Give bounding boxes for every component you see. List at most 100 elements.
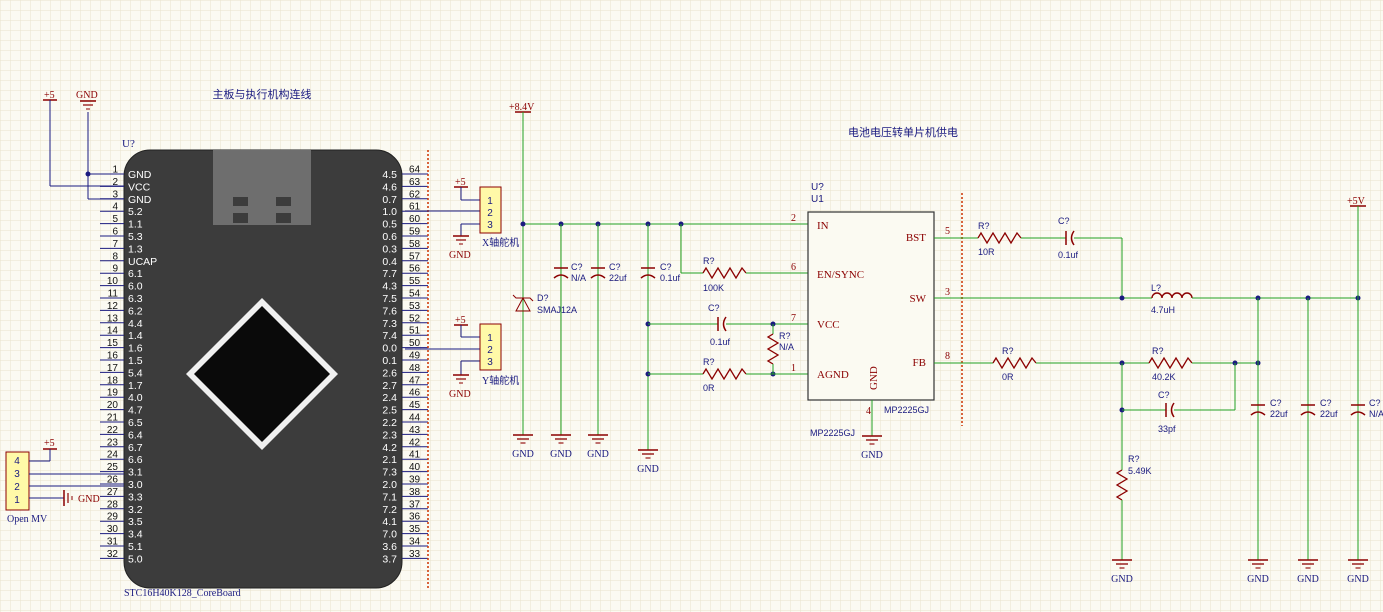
gnd-label: GND: [1247, 574, 1269, 585]
mcu-right-pin-label: 7.3: [382, 467, 397, 479]
mcu-right-pin-label: 7.5: [382, 293, 397, 305]
mcu-left-pin-number: 30: [107, 524, 119, 535]
mcu-left-pin-number: 14: [107, 326, 119, 337]
svg-text:R?: R?: [978, 221, 990, 231]
x-servo-connector[interactable]: +5 GND 1 2 3 X轴舵机: [405, 177, 519, 261]
mcu-left-pin-label: VCC: [128, 181, 151, 193]
c-in1[interactable]: C? N/A: [553, 262, 586, 283]
y-servo-connector[interactable]: +5 GND 1 2 3 Y轴舵机: [405, 315, 519, 400]
regulator-mp2225gj[interactable]: U? U1 2 IN 6 EN/SYNC 7 VCC 1 AGND GND 4 …: [791, 182, 950, 438]
c-ff[interactable]: C? 33pf: [1158, 390, 1176, 434]
svg-text:U1: U1: [811, 194, 824, 205]
mcu-right-pin-number: 64: [409, 165, 421, 176]
svg-text:C?: C?: [1369, 398, 1381, 408]
inductor-l1[interactable]: L? 4.7uH: [1151, 283, 1193, 315]
mcu-right-pin-number: 55: [409, 276, 421, 287]
gnd-label: GND: [861, 450, 883, 461]
mcu-left-pin-label: GND: [128, 194, 152, 206]
p5-label-mcu: +5: [44, 90, 55, 101]
mcu-right-pin-label: 2.1: [382, 454, 397, 466]
p84v-label: +8.4V: [509, 102, 535, 113]
mcu-left-pin-label: 1.7: [128, 380, 143, 392]
mcu-right-pin-number: 45: [409, 400, 421, 411]
r-vcc[interactable]: R? N/A: [766, 331, 794, 365]
gnd-label: GND: [1347, 574, 1369, 585]
mcu-right-pin-label: 0.7: [382, 194, 397, 206]
c-out2[interactable]: C? 22uf: [1300, 398, 1338, 419]
c-in3[interactable]: C? 0.1uf: [640, 262, 681, 283]
svg-text:2: 2: [791, 213, 796, 224]
c-out3[interactable]: C? N/A: [1350, 398, 1383, 419]
c-bst[interactable]: C? 0.1uf: [1058, 216, 1079, 260]
mcu-left-pin-label: 1.6: [128, 343, 143, 355]
r-en[interactable]: R? 100K: [702, 256, 747, 293]
mcu-left-pin-label: 3.2: [128, 504, 143, 516]
tvs-diode[interactable]: D? SMAJ12A: [512, 293, 577, 315]
r-agnd[interactable]: R? 0R: [702, 357, 747, 393]
mcu-left-pin-label: 6.4: [128, 429, 143, 441]
x-pin-3: 3: [487, 220, 493, 231]
svg-text:VCC: VCC: [817, 319, 840, 331]
mcu-left-pin-label: 3.4: [128, 529, 143, 541]
mcu-left-pin-label: 4.4: [128, 318, 143, 330]
svg-text:0.1uf: 0.1uf: [710, 337, 731, 347]
mcu-left-pin-number: 11: [108, 289, 119, 300]
mcu-right-pin-label: 0.3: [382, 243, 397, 255]
mcu-left-pin-label: 1.1: [128, 219, 143, 231]
svg-text:SW: SW: [910, 293, 927, 305]
c-in2[interactable]: C? 22uf: [590, 262, 627, 283]
c-out1[interactable]: C? 22uf: [1250, 398, 1288, 419]
svg-text:5.49K: 5.49K: [1128, 466, 1152, 476]
mcu-right-pin-label: 7.6: [382, 305, 397, 317]
gnd-label: GND: [550, 449, 572, 460]
mcu-right-pin-label: 1.0: [382, 206, 397, 218]
gnd-label: GND: [637, 464, 659, 475]
mcu-left-pin-number: 12: [107, 301, 119, 312]
mcu-left-pin-label: 5.1: [128, 541, 143, 553]
mcu-left-pin-number: 18: [107, 375, 119, 386]
mcu-right-pin-label: 7.1: [382, 491, 397, 503]
mcu-right-pin-label: 2.7: [382, 380, 397, 392]
mcu-left-pin-label: 6.2: [128, 305, 143, 317]
gnd-label-x: GND: [449, 250, 471, 261]
p5-label-y: +5: [455, 315, 466, 326]
y-pin-1: 1: [487, 333, 493, 344]
x-pin-1: 1: [487, 196, 493, 207]
svg-text:GND: GND: [868, 366, 880, 390]
mcu-right-pin-number: 44: [409, 413, 421, 424]
mcu-left-pin-label: 6.3: [128, 293, 143, 305]
svg-text:FB: FB: [913, 357, 926, 369]
mcu-right-pin-label: 0.1: [382, 355, 397, 367]
mcu-right-pin-label: 2.4: [382, 392, 397, 404]
mcu-left-pin-number: 13: [107, 313, 119, 324]
p5v-out-label: +5V: [1347, 196, 1366, 207]
gnd-label-mcu: GND: [76, 90, 98, 101]
mcu-left-pin-label: 1.3: [128, 243, 143, 255]
c-vcc[interactable]: C? 0.1uf: [708, 303, 731, 347]
svg-text:N/A: N/A: [571, 273, 586, 283]
svg-text:3: 3: [945, 287, 950, 298]
openmv-connector[interactable]: 4 3 2 1 Open MV +5 GND: [5, 438, 124, 525]
r-fb-bot[interactable]: R? 5.49K: [1115, 454, 1152, 501]
gnd-label-y: GND: [449, 389, 471, 400]
r-bst[interactable]: R? 10R: [977, 221, 1022, 257]
mcu-left-pin-number: 3: [112, 189, 118, 200]
svg-text:N/A: N/A: [1369, 409, 1383, 419]
mcu-left-pin-number: 8: [112, 251, 118, 262]
svg-text:4: 4: [866, 406, 871, 417]
mcu-right-pin-number: 41: [409, 450, 421, 461]
mcu-left-pin-label: 5.2: [128, 206, 143, 218]
mcu-right-pin-label: 7.2: [382, 504, 397, 516]
mcu-left-pin-label: 1.5: [128, 355, 143, 367]
svg-text:22uf: 22uf: [609, 273, 627, 283]
mcu-right-pin-number: 47: [409, 375, 421, 386]
r-fb[interactable]: R? 0R: [992, 346, 1037, 382]
r-fb-top[interactable]: R? 40.2K: [1148, 346, 1193, 382]
svg-text:10R: 10R: [978, 247, 995, 257]
mcu-name: STC16H40K128_CoreBoard: [124, 588, 241, 599]
mcu-right-pin-label: 0.5: [382, 219, 397, 231]
mcu-left-pin-label: 3.0: [128, 479, 143, 491]
